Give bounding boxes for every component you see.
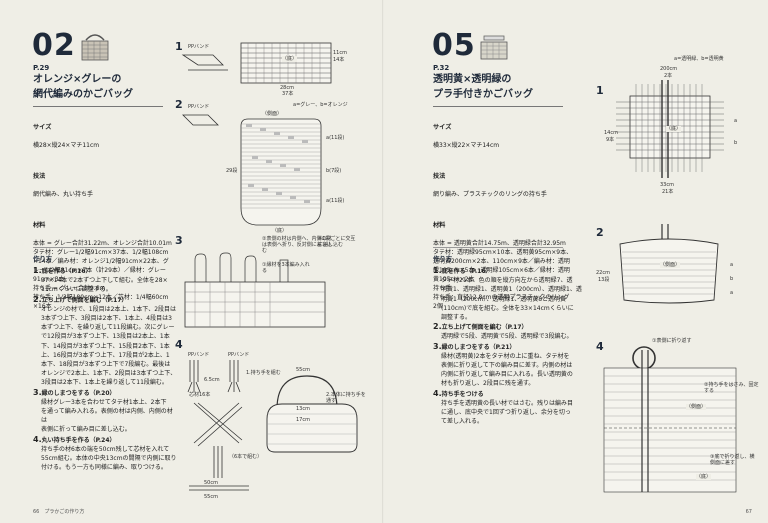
bag-thumbnail-icon: [81, 34, 109, 61]
pp-band-fold-diagram: [182, 114, 219, 126]
label-floor: （底）: [272, 228, 288, 234]
diagram-2-number: 2: [596, 226, 604, 239]
note: （6本で組む）: [229, 454, 263, 460]
dim: 17cm: [296, 417, 310, 423]
color-legend: a=グレー、b=オレンジ: [293, 102, 348, 108]
label-side: （側面）: [686, 404, 707, 410]
step-item: 1.底を作る（P.16） タテ材21本、色の順を縦方向左から透明緑7、透 明黄1…: [433, 266, 582, 322]
step-list: 1.底を作る（P.16） タテ材21本、色の順を縦方向左から透明緑7、透 明黄1…: [433, 266, 583, 426]
label-b-rows: b(7段): [326, 168, 342, 174]
recipe-number: 02: [32, 28, 76, 63]
label-a-rows: a(11段): [326, 198, 345, 204]
rim-finish-diagram: [184, 252, 326, 328]
step-item: 1.底を作る（P.16） 37×14本で2本ずつ上下して組む。全体を28× 11…: [33, 266, 168, 294]
note: ③底で折り返し、横側面に差す: [710, 454, 755, 466]
diagram-1-number: 1: [175, 40, 183, 53]
step-item: 3.縁のしまつをする（P.20） 縁材グレー3本を合わせてタテ材1本上、2本下 …: [33, 387, 173, 434]
dim: 13cm: [296, 406, 310, 412]
floor-weave-diagram: [616, 80, 724, 178]
recipe-number: 05: [432, 28, 476, 63]
divider: [33, 106, 163, 107]
dim-rows: 29段: [226, 168, 238, 174]
diagram-4-number: 4: [596, 340, 604, 353]
page-footer: 67: [745, 509, 752, 515]
dim: 9本: [606, 137, 615, 143]
recipe-title: オレンジ×グレーの 網代編みのかごバッグ: [33, 74, 133, 100]
howto-title: 作り方: [433, 255, 453, 263]
bag-with-handles-diagram: [266, 375, 358, 453]
note: 2.本体に持ち手を通す: [326, 392, 366, 404]
right-page: 05 P.32 透明黄×透明緑の プラ手付きかごバッグ サイズ 横33×縦22×…: [384, 0, 768, 523]
color-legend: a=透明緑、b=透明黄: [674, 56, 724, 62]
label-floor: （底）: [666, 126, 682, 132]
dim: 50cm: [204, 480, 218, 486]
step-item: 4.持ち手をつける 持ち手を透明黄の長い材ではさむ。残りは編み目 に通し、底中央…: [433, 388, 574, 426]
note: ①縁材を3本編み入れる: [262, 262, 310, 274]
note: ①表側に折り返す: [652, 338, 692, 344]
page-footer: 66 プラかごの作り方: [33, 509, 85, 515]
dim-strands: 37本: [282, 91, 294, 97]
step-item: 3.縁のしまつをする（P.21） 縁材(透明黄)2本をタテ材の上に重ね、タテ材を…: [433, 341, 573, 388]
diagram-3-number: 3: [175, 234, 183, 247]
dim: 21本: [662, 189, 674, 195]
step-item: 2.立ち上げて側面を編む（P.17） 透明緑で5段、透明黄で5段、透明緑で3段編…: [433, 322, 573, 341]
howto-title: 作り方: [33, 255, 53, 263]
diagram-4-number: 4: [175, 338, 183, 351]
dim: 55cm: [204, 494, 218, 500]
bag-thumbnail-icon: [480, 35, 508, 60]
step-list: 1.底を作る（P.16） 37×14本で2本ずつ上下して組む。全体を28× 11…: [33, 266, 178, 472]
note: ※1段ごとに交互に差し込む: [318, 236, 356, 248]
dim: 22cm: [596, 270, 610, 276]
dim-width: 28cm: [280, 85, 294, 91]
dim: 33cm: [660, 182, 674, 188]
label-a: a: [734, 118, 738, 124]
label-pp: PPバンド: [188, 44, 210, 50]
divider: [433, 106, 563, 107]
dim: 55cm: [296, 367, 310, 373]
diagram-1-number: 1: [596, 84, 604, 97]
note: 1.持ち手を組む: [246, 370, 281, 376]
handle-attach-diagram: [603, 346, 737, 493]
note: ②表側の材は内側へ、内側の材は表側へ折り、反対側に差し込む: [262, 236, 332, 254]
specs: サイズ 横28×縦24×マチ11cm 技法 網代編み、丸い持ち手 材料 本体 =…: [33, 124, 172, 310]
label-core: 芯材16本: [189, 392, 211, 398]
pp-band-arrow-diagram: [181, 54, 228, 71]
dim: 200cm: [660, 66, 678, 72]
dim-count: 14本: [333, 57, 345, 63]
label-b: b: [734, 140, 738, 146]
step-item: 4.丸い持ち手を作る（P.24） 持ち手の材6本の端を50cm残して芯材を入れて…: [33, 434, 177, 472]
label-pp: PPバンド: [228, 352, 250, 358]
label-b: b: [730, 276, 734, 282]
label-a-rows: a(11段): [326, 135, 345, 141]
dim-height: 11cm: [333, 50, 347, 56]
label-floor: （底）: [282, 56, 298, 62]
divider: [33, 247, 163, 248]
page-ref: P.32: [433, 64, 450, 72]
step-item: 2.立ち上げて側面を編む（P.17） オレンジの材で、1段目は2本上、1本下、2…: [33, 294, 177, 387]
dim: 14cm: [604, 130, 618, 136]
diagram-2-number: 2: [175, 98, 183, 111]
label-floor: （底）: [696, 474, 712, 480]
label-side: （側面）: [660, 262, 681, 268]
label-pp: PPバンド: [188, 352, 210, 358]
recipe-title: 透明黄×透明緑の プラ手付きかごバッグ: [433, 74, 533, 100]
note: ②持ち手をはさみ、固定する: [704, 382, 759, 394]
specs: サイズ 横33×縦22×マチ14cm 技法 網り編み、プラスチックのリングの持ち…: [433, 124, 573, 310]
floor-weave-diagram: [240, 42, 332, 84]
left-page: 02 P.29 オレンジ×グレーの 網代編みのかごバッグ サイズ 横28×縦24…: [32, 28, 366, 515]
label-a: a: [730, 290, 734, 296]
dim: 2本: [664, 73, 673, 79]
label-pp: PPバンド: [188, 104, 210, 110]
label-a: a: [730, 262, 734, 268]
page-ref: P.29: [33, 64, 50, 72]
dim: 6.5cm: [204, 377, 220, 383]
dim: 13段: [598, 277, 610, 283]
handle-braid-diagram: [189, 402, 249, 491]
label-side: （側面）: [262, 111, 283, 117]
divider: [433, 247, 563, 248]
handle-strands-diagram: [187, 360, 241, 393]
side-weave-diagram: [240, 118, 322, 226]
